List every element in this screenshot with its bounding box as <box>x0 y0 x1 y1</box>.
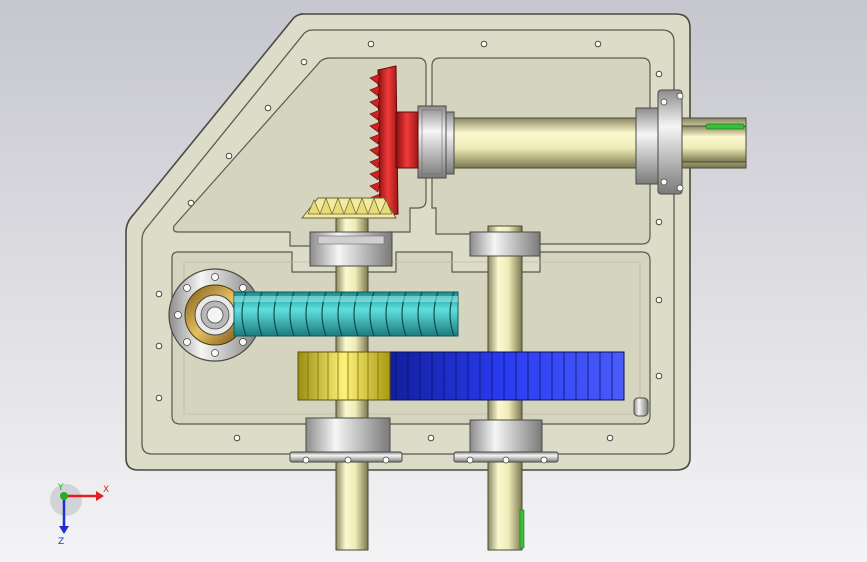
flange-left <box>445 111 455 175</box>
output-shaft-assembly[interactable] <box>417 89 747 195</box>
coordinate-triad: X Y Z <box>50 483 109 547</box>
bevel-gear-driven[interactable] <box>369 65 419 217</box>
housing-inner-rim <box>141 29 675 455</box>
spur-gear-large[interactable] <box>385 351 625 401</box>
output-shaft-extension <box>681 125 747 163</box>
triad-y-label: Y <box>57 483 64 493</box>
intermediate-bearing-lower <box>469 419 543 455</box>
bevel-gear-pinion-teeth <box>307 197 393 215</box>
housing-bolt-holes <box>155 40 663 442</box>
intermediate-key <box>519 509 525 549</box>
triad-z-label: Z <box>58 537 64 547</box>
triad-x-label: X <box>103 485 109 495</box>
shaft-key <box>705 123 745 130</box>
triad-y-axis <box>60 492 68 500</box>
worm-threads <box>241 291 455 337</box>
spur-gear-small[interactable] <box>297 351 391 401</box>
worm-gear[interactable] <box>233 291 459 337</box>
bevel-gear-hub <box>395 111 419 169</box>
spur-gear-small-teeth <box>307 352 379 400</box>
bevel-gear-driven-teeth <box>369 73 381 205</box>
intermediate-bearing-upper <box>469 231 541 257</box>
spur-gear-large-teeth <box>395 352 613 400</box>
flange-right <box>657 89 683 195</box>
input-bearing-lower <box>305 417 391 455</box>
drain-plug <box>633 397 649 417</box>
